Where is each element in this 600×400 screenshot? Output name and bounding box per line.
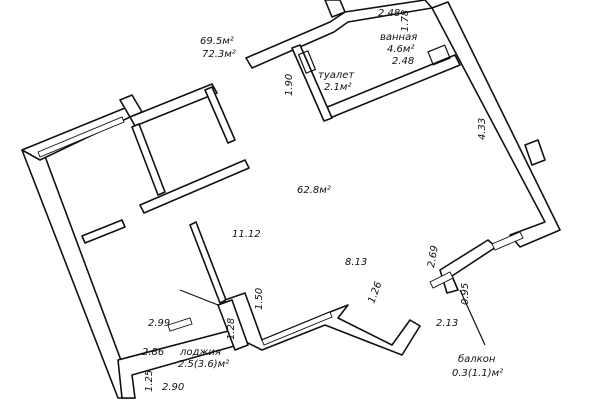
main-room-area-label: 62.8м² [297,185,331,196]
wall-inner-5 [189,221,227,304]
wall-inner-3 [139,159,250,214]
toilet-area-label: 2.1м² [324,82,351,93]
toilet-name-label: туалет [318,70,355,81]
dim-150: 1.50 [254,288,265,310]
window-balcony [429,271,454,289]
windows [37,116,524,346]
bathroom-name-label: ванная [380,32,417,43]
bath-fixture-2 [427,44,451,66]
dim-128: 1.28 [226,318,237,340]
window-loggia [167,317,193,332]
bathroom-area-label: 4.6м² [387,44,414,55]
dim-mid-813: 8.13 [345,257,367,268]
dim-286: 2.86 [142,347,164,358]
dim-top-248: 2.48 [378,8,400,19]
bathroom-fixture [297,50,317,74]
loggia-name-label: лоджия [179,347,221,358]
dim-toilet-190: 1.90 [284,74,295,96]
dim-126: 1.26 [366,280,384,305]
wall-right-bump [524,139,546,166]
dim-line-stair [179,289,219,306]
window-bottom [261,311,333,346]
window-top [37,116,125,158]
dim-line-balcony [459,289,486,346]
loggia-area-label: 2.5(3.6)м² [178,359,229,370]
wall-top-mid [129,83,218,127]
wall-inner-1 [131,123,166,196]
balcony-area-label: 0.3(1.1)м² [452,368,503,379]
fixtures [179,44,486,346]
total-area-full-label: 72.3м² [202,49,236,60]
dim-top-178: 1.78 [400,10,411,32]
dim-mid-1112: 11.12 [232,229,261,240]
dim-right-433: 4.33 [477,118,488,140]
dim-125: 1.25 [144,370,155,392]
balcony-name-label: балкон [458,353,496,365]
dim-269: 2.69 [426,245,441,269]
dim-299: 2.99 [148,318,170,329]
dim-095: 0.95 [460,283,471,305]
wall-inner-4 [81,219,126,244]
column-top-right [324,0,346,18]
bathroom-height-label: 2.48 [392,56,414,67]
total-area-living-label: 69.5м² [200,36,234,47]
wall-loggia-right [217,299,249,351]
dim-290: 2.90 [162,382,184,393]
window-bay [491,231,524,251]
wall-right [431,1,561,248]
walls [21,0,561,399]
dim-213: 2.13 [436,318,458,329]
wall-inner-2 [204,86,236,144]
